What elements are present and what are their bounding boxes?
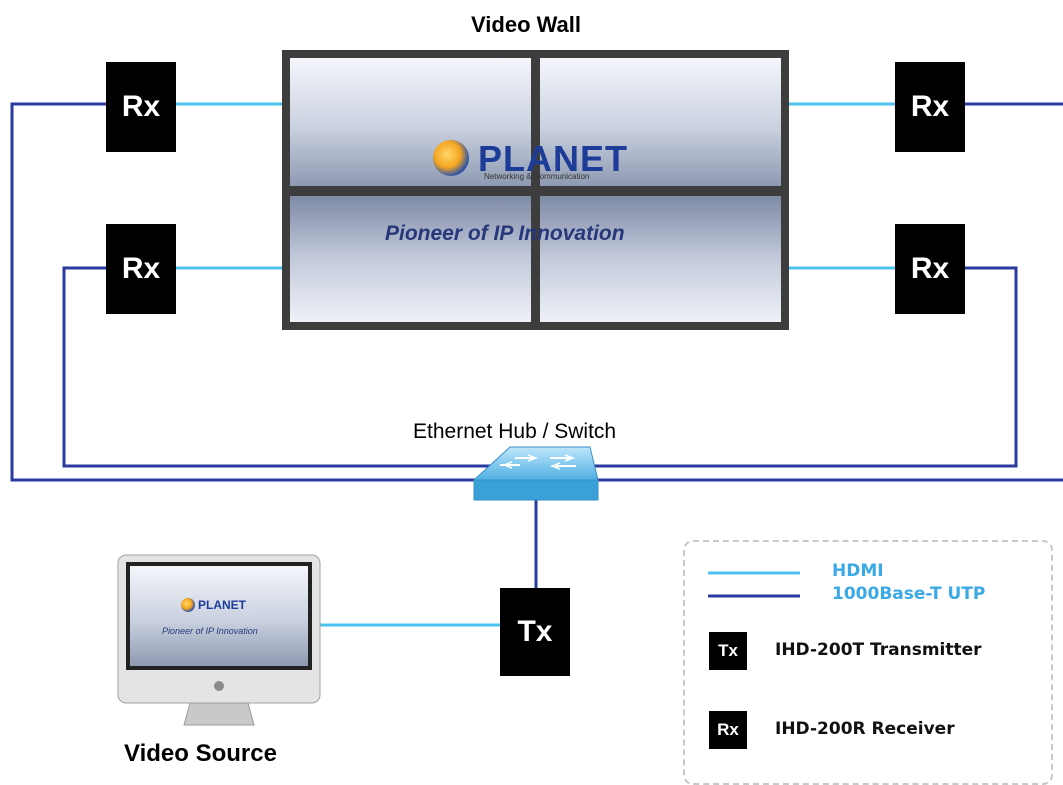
- legend-hdmi-label: HDMI: [832, 561, 884, 581]
- rx-box-top-left: Rx: [106, 62, 176, 152]
- rx-box-bottom-left: Rx: [106, 224, 176, 314]
- wall-slogan: Pioneer of IP Innovation: [385, 222, 625, 245]
- monitor-logo-icon: [181, 598, 195, 612]
- tx-box: Tx: [500, 588, 570, 676]
- video-wall-title: Video Wall: [471, 12, 582, 37]
- switch-label: Ethernet Hub / Switch: [413, 420, 617, 443]
- legend-tx-desc: IHD-200T Transmitter: [775, 640, 982, 660]
- monitor-slogan: Pioneer of IP Innovation: [162, 626, 258, 636]
- wall-logo-icon: [433, 140, 469, 176]
- switch-icon: [472, 446, 599, 501]
- monitor-icon: [117, 554, 321, 726]
- video-source-label: Video Source: [124, 740, 277, 767]
- legend-tx-box: Tx: [709, 632, 747, 670]
- legend-rx-desc: IHD-200R Receiver: [775, 719, 955, 739]
- wall-brand-subtext: Networking & Communication: [484, 172, 590, 181]
- hdmi-lines: [176, 102, 895, 627]
- rx-box-top-right: Rx: [895, 62, 965, 152]
- monitor-brand-text: PLANET: [198, 598, 246, 612]
- video-wall: [282, 50, 789, 330]
- wall-brand-text: PLANET: [478, 138, 628, 179]
- legend-rx-box: Rx: [709, 711, 747, 749]
- legend-utp-label: 1000Base-T UTP: [832, 584, 986, 604]
- rx-box-bottom-right: Rx: [895, 224, 965, 314]
